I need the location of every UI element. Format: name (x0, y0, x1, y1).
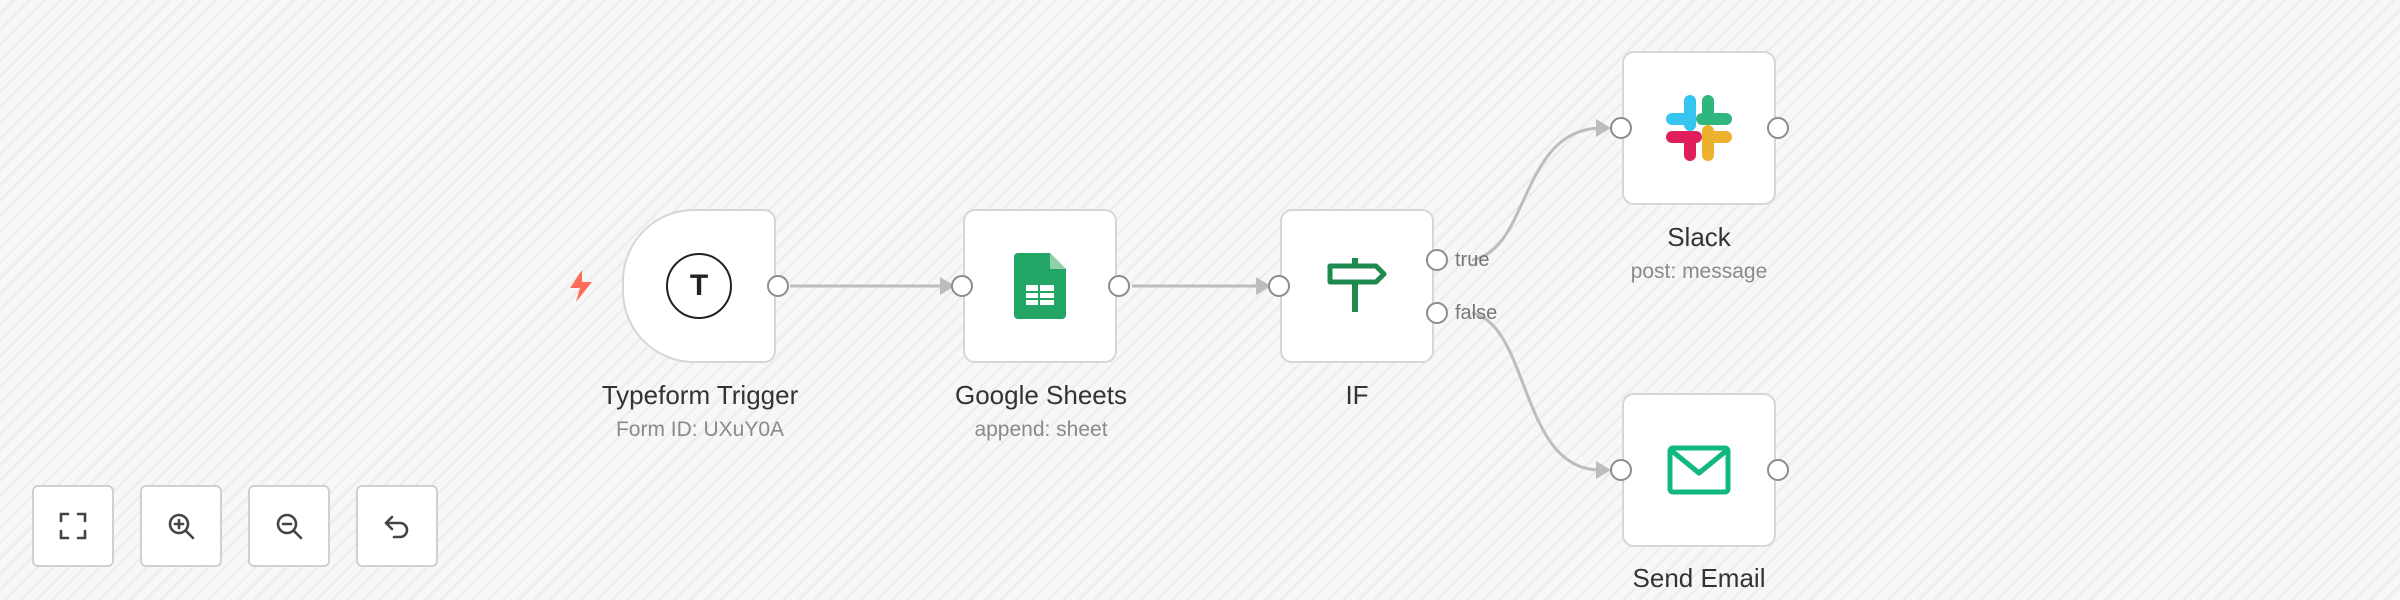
node-if[interactable] (1280, 209, 1434, 363)
if-false-output-handle[interactable] (1426, 302, 1448, 324)
if-input-handle[interactable] (1268, 275, 1290, 297)
if-node-label: IF (1345, 380, 1369, 410)
arrow-to-slack (1596, 119, 1611, 137)
fullscreen-icon (59, 512, 87, 540)
google-sheets-icon (1014, 253, 1066, 319)
arrow-to-sheets (940, 277, 955, 295)
node-typeform-trigger[interactable]: T (622, 209, 776, 363)
reset-button[interactable] (356, 485, 438, 567)
node-slack[interactable] (1622, 51, 1776, 205)
slack-node-label: Slack (1667, 222, 1731, 252)
zoom-in-icon (168, 513, 195, 540)
typeform-icon: T (666, 253, 732, 319)
sheets-node-label: Google Sheets (954, 380, 1127, 410)
email-input-handle[interactable] (1610, 459, 1632, 481)
email-node-label: Send Email (1632, 563, 1766, 593)
slack-icon (1666, 95, 1732, 161)
email-output-handle[interactable] (1767, 459, 1789, 481)
typeform-node-label: Typeform Trigger (601, 380, 799, 410)
zoom-in-button[interactable] (140, 485, 222, 567)
typeform-output-handle[interactable] (767, 275, 789, 297)
node-google-sheets[interactable] (963, 209, 1117, 363)
sheets-output-handle[interactable] (1108, 275, 1130, 297)
true-branch-label: true (1455, 249, 1490, 271)
zoom-out-icon (276, 513, 303, 540)
undo-icon (384, 515, 409, 539)
envelope-icon (1667, 445, 1731, 495)
trigger-bolt-icon (570, 270, 592, 302)
slack-output-handle[interactable] (1767, 117, 1789, 139)
sheets-node-subtitle: append: sheet (974, 418, 1108, 441)
connection-if-false-to-email (1471, 311, 1601, 472)
arrow-to-if (1256, 277, 1271, 295)
slack-input-handle[interactable] (1610, 117, 1632, 139)
zoom-out-button[interactable] (248, 485, 330, 567)
typeform-node-subtitle: Form ID: UXuY0A (615, 418, 785, 441)
arrow-to-email (1596, 461, 1611, 479)
sheets-input-handle[interactable] (951, 275, 973, 297)
node-send-email[interactable] (1622, 393, 1776, 547)
fit-view-button[interactable] (32, 485, 114, 567)
false-branch-label: false (1455, 302, 1498, 324)
connection-if-true-to-slack (1471, 126, 1601, 262)
if-true-output-handle[interactable] (1426, 249, 1448, 271)
slack-node-subtitle: post: message (1630, 260, 1768, 283)
signpost-icon (1327, 258, 1387, 312)
